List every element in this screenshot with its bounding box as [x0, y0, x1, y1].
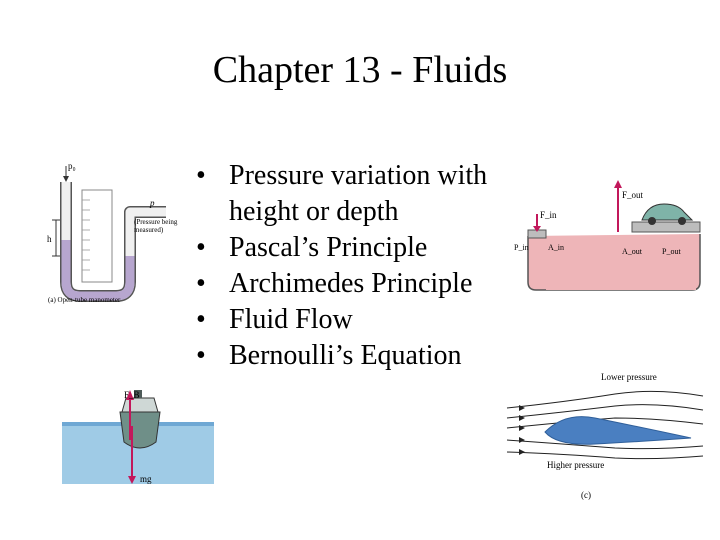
a-in-label: A_in — [548, 243, 564, 252]
bullet-bernoulli: Bernoulli’s Equation — [196, 338, 536, 374]
car — [641, 203, 694, 221]
p-in-label: P_in — [514, 243, 529, 252]
mg-label: mg — [140, 474, 152, 484]
hydraulic-figure: F_in F_out P_in A_in A_out P_out — [512, 178, 712, 298]
p0-label: p₀ — [68, 161, 76, 171]
higher-pressure-label: Higher pressure — [547, 460, 604, 470]
manometer-caption: (a) Open-tube manometer — [48, 296, 121, 304]
bullet-fluid-flow: Fluid Flow — [196, 302, 536, 338]
f-in-label: F_in — [540, 210, 557, 220]
bullet-pascal: Pascal’s Principle — [196, 230, 536, 266]
airfoil-caption: (c) — [581, 490, 591, 500]
buoyancy-figure: F_B mg — [60, 382, 215, 487]
p-out-label: P_out — [662, 247, 681, 256]
f-out-label: F_out — [622, 190, 644, 200]
slide-title: Chapter 13 - Fluids — [212, 49, 508, 91]
airfoil-figure: Lower pressure Higher pressure (c) — [505, 372, 705, 507]
a-out-label: A_out — [622, 247, 643, 256]
bullet-pressure-variation: Pressure variation with height or depth — [196, 158, 536, 230]
p-label: p — [149, 198, 155, 208]
topic-list: Pressure variation with height or depth … — [196, 158, 536, 374]
manometer-figure: p₀ h p (Pressure being measured) (a) Ope… — [46, 160, 196, 305]
ship-hull — [119, 411, 161, 449]
manometer-fluid — [61, 240, 135, 301]
lower-pressure-label: Lower pressure — [601, 372, 657, 382]
h-label: h — [47, 234, 52, 244]
fb-label: F_B — [124, 390, 140, 400]
ship-cabin — [121, 397, 159, 413]
large-piston — [631, 221, 701, 233]
manometer-scale — [81, 189, 113, 283]
bullet-archimedes: Archimedes Principle — [196, 266, 536, 302]
measured-label: (Pressure being measured) — [134, 218, 178, 234]
wing — [544, 416, 692, 445]
streamlines — [506, 390, 704, 460]
